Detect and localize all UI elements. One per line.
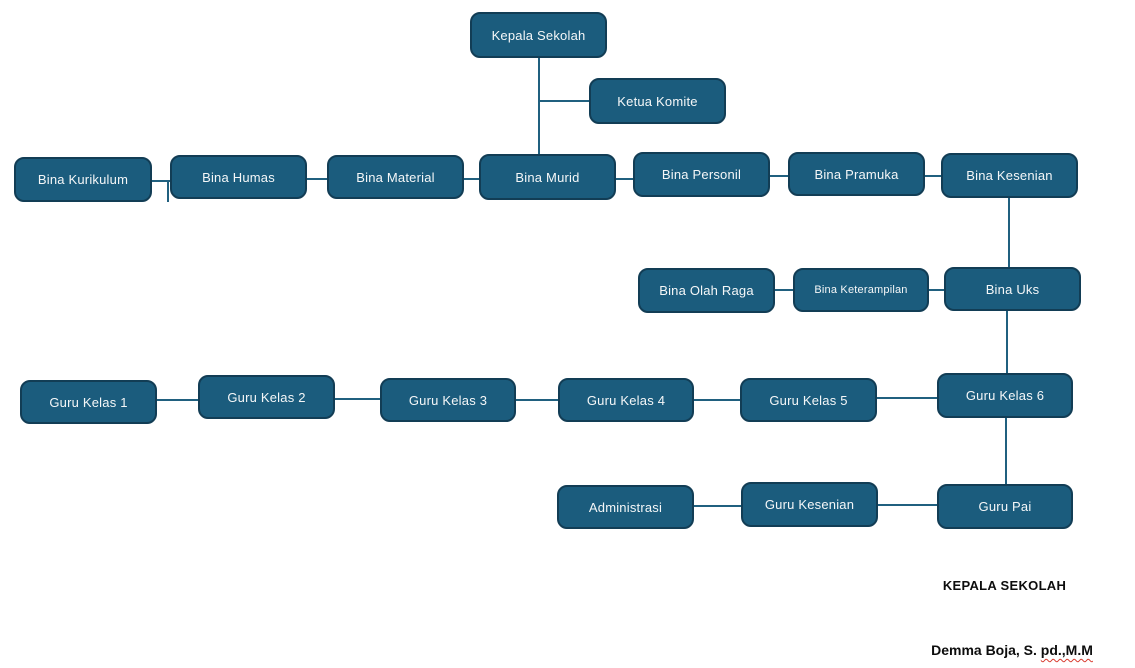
org-node-label: Guru Pai — [978, 499, 1032, 514]
org-node-label: Bina Kesenian — [966, 168, 1053, 183]
connector-kepala-to-bina-murid — [538, 57, 540, 155]
org-node-guru-kelas-3[interactable]: Guru Kelas 3 — [380, 378, 516, 422]
connector-kesenian-to-uks — [1008, 198, 1010, 267]
org-node-ketua-komite[interactable]: Ketua Komite — [589, 78, 726, 124]
org-node-label: Bina Material — [356, 169, 435, 185]
connector-olahraga-keterampilan — [775, 289, 793, 291]
org-node-bina-kurikulum[interactable]: Bina Kurikulum — [14, 157, 152, 202]
org-node-label: Bina Keterampilan — [814, 284, 908, 296]
org-node-label: Guru Kelas 6 — [965, 388, 1045, 403]
connector-kelas6-to-gurupai — [1005, 417, 1007, 484]
connector-kelas5-kelas6 — [877, 397, 937, 399]
org-node-label: Bina Kurikulum — [37, 172, 129, 187]
org-node-label: Kepala Sekolah — [491, 27, 586, 43]
signature-prefix: Demma Boja, S. — [931, 642, 1041, 658]
org-node-administrasi[interactable]: Administrasi — [557, 485, 694, 529]
footer-heading: KEPALA SEKOLAH — [942, 578, 1067, 593]
org-node-guru-kelas-5[interactable]: Guru Kelas 5 — [740, 378, 877, 422]
org-node-label: Administrasi — [588, 499, 663, 515]
connector-trunk-to-ketua-komite — [538, 100, 590, 102]
org-node-label: Bina Personil — [661, 167, 742, 182]
org-node-label: Guru Kesenian — [764, 497, 855, 512]
connector-stub — [167, 181, 169, 202]
signature-flagged-text: pd.,M.M — [1040, 642, 1093, 658]
connector-kelas1-kelas2 — [157, 399, 198, 401]
footer-signature: Demma Boja, S. pd.,M.M — [897, 642, 1127, 658]
connector-gurukesenian-gurupai — [878, 504, 937, 506]
org-node-label: Bina Olah Raga — [659, 283, 754, 298]
connector-kelas4-kelas5 — [694, 399, 740, 401]
connector-administrasi-gurukesenian — [694, 505, 741, 507]
org-node-label: Guru Kelas 1 — [49, 394, 128, 410]
org-node-bina-keterampilan[interactable]: Bina Keterampilan — [793, 268, 929, 312]
org-node-guru-kelas-2[interactable]: Guru Kelas 2 — [198, 375, 335, 419]
connector-material-murid — [464, 178, 479, 180]
org-node-bina-humas[interactable]: Bina Humas — [170, 155, 307, 199]
connector-kelas2-kelas3 — [335, 398, 380, 400]
org-node-label: Bina Uks — [985, 281, 1040, 297]
connector-humas-material — [307, 178, 327, 180]
org-node-guru-kelas-1[interactable]: Guru Kelas 1 — [20, 380, 157, 424]
org-node-guru-pai[interactable]: Guru Pai — [937, 484, 1073, 529]
org-node-label: Guru Kelas 2 — [227, 389, 306, 405]
connector-pramuka-kesenian — [925, 175, 941, 177]
org-node-bina-pramuka[interactable]: Bina Pramuka — [788, 152, 925, 196]
org-node-label: Guru Kelas 3 — [408, 392, 488, 408]
org-node-label: Guru Kelas 4 — [586, 392, 666, 408]
org-node-bina-olah-raga[interactable]: Bina Olah Raga — [638, 268, 775, 313]
org-node-bina-material[interactable]: Bina Material — [327, 155, 464, 199]
org-node-guru-kelas-6[interactable]: Guru Kelas 6 — [937, 373, 1073, 418]
org-node-kepala-sekolah[interactable]: Kepala Sekolah — [470, 12, 607, 58]
org-node-label: Ketua Komite — [617, 93, 698, 109]
org-node-guru-kelas-4[interactable]: Guru Kelas 4 — [558, 378, 694, 422]
connector-murid-personil — [616, 178, 633, 180]
org-node-label: Bina Humas — [202, 169, 275, 185]
org-node-label: Guru Kelas 5 — [769, 392, 848, 408]
connector-kelas3-kelas4 — [516, 399, 558, 401]
connector-kurikulum-humas — [152, 180, 170, 182]
org-node-bina-uks[interactable]: Bina Uks — [944, 267, 1081, 311]
org-node-bina-murid[interactable]: Bina Murid — [479, 154, 616, 200]
connector-personil-pramuka — [770, 175, 788, 177]
org-node-label: Bina Pramuka — [814, 166, 899, 182]
org-node-bina-personil[interactable]: Bina Personil — [633, 152, 770, 197]
org-node-guru-kesenian[interactable]: Guru Kesenian — [741, 482, 878, 527]
connector-uks-to-kelas6 — [1006, 311, 1008, 373]
connector-keterampilan-uks — [929, 289, 944, 291]
org-node-label: Bina Murid — [515, 169, 580, 185]
org-node-bina-kesenian[interactable]: Bina Kesenian — [941, 153, 1078, 198]
